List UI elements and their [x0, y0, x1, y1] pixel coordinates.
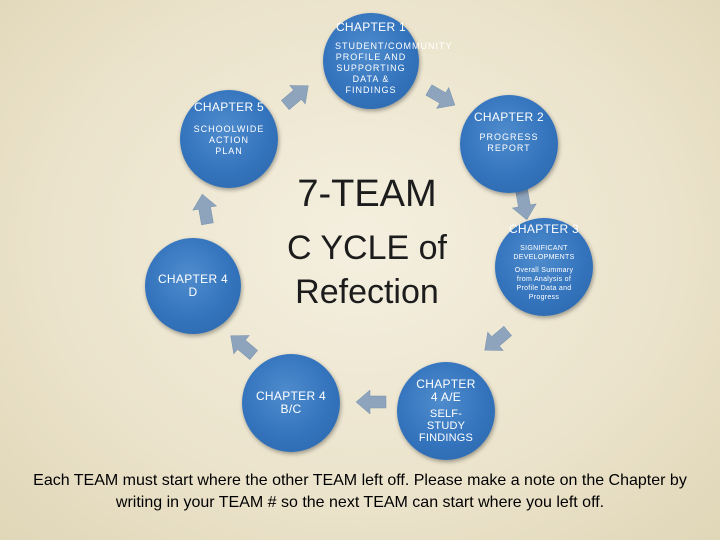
node-description: PROGRESS REPORT	[479, 131, 539, 153]
node-chapter-4-ae: CHAPTER 4 A/E SELF-STUDY FINDINGS	[397, 362, 495, 460]
node-title: CHAPTER 3	[508, 221, 580, 236]
arrow-ch1-to-ch2-icon	[422, 79, 462, 116]
node-title: CHAPTER 5	[193, 100, 265, 114]
node-chapter-5: CHAPTER 5 SCHOOLWIDE ACTION PLAN	[180, 90, 278, 188]
node-title: CHAPTER 4 B/C	[255, 389, 327, 416]
arrow-ch4bc-to-ch4d-icon	[222, 326, 262, 365]
node-summary: Overall Summary from Analysis of Profile…	[514, 266, 574, 301]
node-title: CHAPTER 4 A/E	[416, 377, 476, 404]
node-description: SELF-STUDY FINDINGS	[418, 408, 474, 444]
node-description: SCHOOLWIDE ACTION PLAN	[193, 124, 265, 156]
arrow-ch4d-to-ch5-icon	[189, 191, 220, 227]
node-chapter-4-bc: CHAPTER 4 B/C	[242, 354, 340, 452]
arrow-ch5-to-ch1-icon	[277, 76, 317, 115]
arrow-ch4ae-to-ch4bc-icon	[355, 389, 387, 415]
arrow-ch3-to-ch4ae-icon	[476, 321, 516, 360]
node-chapter-3: CHAPTER 3 SIGNIFICANT DEVELOPMENTS Overa…	[495, 218, 593, 316]
center-subtitle: C YCLE of Refection	[286, 229, 447, 311]
node-title: CHAPTER 4 D	[157, 272, 229, 299]
node-chapter-2: CHAPTER 2 PROGRESS REPORT	[460, 95, 558, 193]
node-chapter-4-d: CHAPTER 4 D	[145, 238, 241, 334]
node-chapter-1: CHAPTER 1 STUDENT/COMMUNITY PROFILE AND …	[323, 13, 453, 109]
node-title: CHAPTER 1	[335, 20, 407, 34]
node-description: STUDENT/COMMUNITY PROFILE AND SUPPORTING…	[335, 41, 453, 95]
footer-instructions: Each TEAM must start where the other TEA…	[33, 472, 687, 511]
node-description: SIGNIFICANT DEVELOPMENTS	[513, 244, 575, 261]
center-title: 7-TEAM	[297, 173, 437, 215]
node-title: CHAPTER 2	[473, 109, 545, 124]
arrow-ch2-to-ch3-icon	[509, 187, 540, 223]
